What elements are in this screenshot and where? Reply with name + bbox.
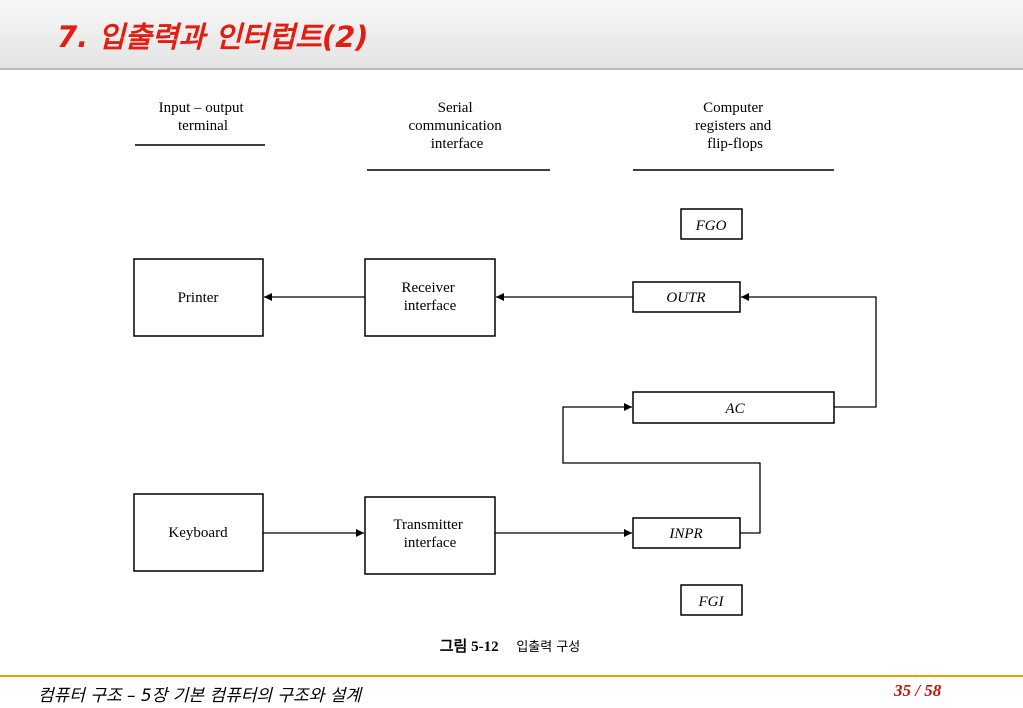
- column-header-terminal: Input – output terminal: [159, 100, 248, 134]
- footer-course-title: 컴퓨터 구조 – 5장 기본 컴퓨터의 구조와 설계: [38, 686, 362, 706]
- transmitter-interface-box: [364, 496, 496, 575]
- ac-register-box: [632, 391, 835, 424]
- inpr-register-box: [632, 517, 741, 549]
- arrow-inpr-to-ac: [562, 403, 761, 534]
- printer-box: [133, 258, 264, 337]
- keyboard-label: Keyboard: [168, 525, 228, 541]
- outr-register-label: OUTR: [666, 290, 705, 306]
- printer-label: Printer: [178, 290, 219, 306]
- transmitter-interface-label: Transmitter interface: [393, 517, 466, 551]
- column-header-computer: Computer registers and flip-flops: [695, 100, 775, 152]
- column-header-serial: Serial communication interface: [408, 100, 505, 152]
- io-configuration-diagram: Input – output terminal Serial communica…: [133, 100, 877, 655]
- fgi-label: FGI: [698, 594, 725, 610]
- outr-register-box: [632, 281, 741, 313]
- ac-register-label: AC: [724, 401, 745, 417]
- slide-title: 7. 입출력과 인터럽트(2): [57, 20, 369, 54]
- keyboard-box: [133, 493, 264, 572]
- fgo-box: [680, 208, 743, 240]
- fgi-box: [680, 584, 743, 616]
- figure-caption: 그림 5-12 입출력 구성: [440, 637, 581, 655]
- fgo-label: FGO: [695, 218, 727, 234]
- inpr-register-label: INPR: [668, 526, 702, 542]
- receiver-interface-label: Receiver interface: [401, 280, 458, 314]
- page-number: 35 / 58: [894, 681, 942, 700]
- arrow-ac-to-outr: [741, 293, 877, 408]
- footer-divider: [0, 675, 1023, 677]
- slide-header: 7. 입출력과 인터럽트(2): [0, 0, 1023, 70]
- receiver-interface-box: [364, 258, 496, 337]
